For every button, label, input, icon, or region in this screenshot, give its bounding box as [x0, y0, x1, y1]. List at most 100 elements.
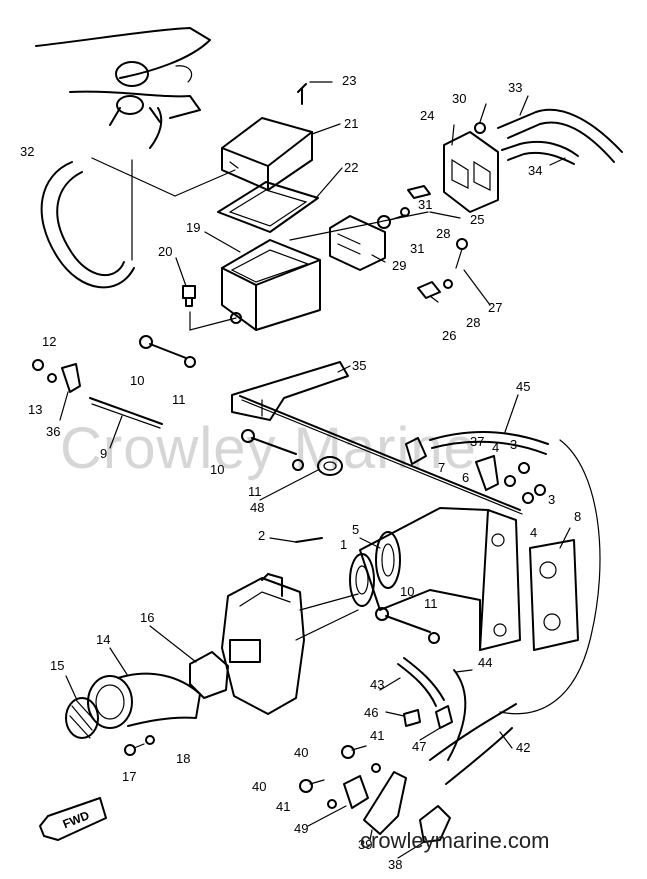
- bolt-10-top: [139, 335, 187, 359]
- callout: 13: [28, 402, 42, 417]
- screw-40-upper: [341, 745, 367, 759]
- bolt-10-middle: [241, 429, 297, 455]
- callout: 4: [492, 440, 499, 455]
- leader-lines: [59, 81, 571, 859]
- callout: 9: [100, 446, 107, 461]
- callout: 48: [250, 500, 264, 515]
- washer-28b: [443, 279, 453, 289]
- callout: 6: [462, 470, 469, 485]
- clip-36: [61, 363, 81, 393]
- callout: 11: [424, 596, 438, 611]
- callout: 4: [530, 525, 537, 540]
- callout: 15: [50, 658, 64, 673]
- callout: 10: [130, 373, 144, 388]
- air-box-cover-21: [221, 117, 313, 191]
- screw-40-lower: [299, 779, 325, 793]
- callout: 35: [352, 358, 366, 373]
- callout: 26: [442, 328, 456, 343]
- callout: 8: [574, 509, 581, 524]
- housing-24: [443, 131, 499, 213]
- washer-4-lower: [522, 492, 534, 504]
- fitting-47: [435, 705, 453, 729]
- fwd-arrow: FWD: [39, 797, 107, 841]
- callout: 7: [438, 460, 445, 475]
- screw-17: [124, 743, 145, 756]
- grommet-48: [317, 456, 343, 476]
- callout: 49: [294, 821, 308, 836]
- hose-42: [429, 703, 517, 785]
- callout: 10: [210, 462, 224, 477]
- washer-41-upper: [371, 763, 381, 773]
- callout-labels: 1 2 3 3 4 4 5 6 7 8 9 10 10 10 11 11 11 …: [20, 73, 581, 872]
- callout: 32: [20, 144, 34, 159]
- washer-13: [47, 373, 57, 383]
- carburetor-body: [221, 573, 359, 715]
- screw-30: [474, 122, 486, 134]
- callout: 39: [358, 837, 372, 852]
- callout: 41: [276, 799, 290, 814]
- callout: 3: [510, 437, 517, 452]
- callout: 29: [392, 258, 406, 273]
- plug-20: [182, 285, 196, 307]
- hose-45: [429, 431, 549, 445]
- callout: 24: [420, 108, 434, 123]
- callout: 1: [340, 537, 347, 552]
- gasket-8: [529, 539, 579, 651]
- valve-26: [417, 281, 441, 299]
- air-box-19: [221, 239, 321, 331]
- nut-11-top: [184, 356, 196, 368]
- callout: 47: [412, 739, 426, 754]
- callout: 31: [410, 241, 424, 256]
- callout: 40: [252, 779, 266, 794]
- washer-25: [407, 185, 431, 199]
- fwd-label: FWD: [61, 808, 92, 831]
- fitting-46: [403, 709, 421, 727]
- callout: 27: [488, 300, 502, 315]
- callout: 19: [186, 220, 200, 235]
- washer-28: [400, 207, 410, 217]
- flange-1: [349, 553, 375, 607]
- reed-plate-29: [329, 215, 386, 271]
- hose-33: [497, 108, 623, 153]
- callout: 45: [516, 379, 530, 394]
- hose-44: [447, 669, 467, 761]
- callout: 28: [436, 226, 450, 241]
- callout: 40: [294, 745, 308, 760]
- callout: 46: [364, 705, 378, 720]
- stud-2: [295, 537, 323, 543]
- callout: 17: [122, 769, 136, 784]
- callout: 31: [418, 197, 432, 212]
- stud-9: [89, 397, 163, 429]
- gasket-5: [375, 531, 401, 589]
- screen-15: [65, 697, 99, 739]
- callout: 14: [96, 632, 110, 647]
- hose-34: [501, 140, 579, 157]
- manifold-6: [359, 507, 521, 651]
- callout: 16: [140, 610, 154, 625]
- callout: 37: [470, 434, 484, 449]
- callout: 11: [172, 392, 186, 407]
- callout: 44: [478, 655, 492, 670]
- callout: 12: [42, 334, 56, 349]
- callout: 33: [508, 80, 522, 95]
- washer-18: [145, 735, 155, 745]
- callout: 25: [470, 212, 484, 227]
- callout: 34: [528, 163, 542, 178]
- hose-32: [40, 161, 135, 289]
- callout: 23: [342, 73, 356, 88]
- gasket-22: [217, 181, 319, 233]
- nut-3-lower: [534, 484, 546, 496]
- callout: 42: [516, 740, 530, 755]
- fitting-38: [419, 805, 451, 843]
- washer-11-middle: [292, 459, 304, 471]
- callout: 43: [370, 677, 384, 692]
- engine-cover-fragment: [35, 27, 211, 126]
- link-37: [475, 455, 499, 491]
- gasket-16: [189, 651, 229, 699]
- footer-credit: crowleymarine.com: [360, 828, 550, 853]
- nut-3-top: [518, 462, 530, 474]
- callout: 28: [466, 315, 480, 330]
- intake-14: [87, 672, 201, 729]
- callout: 10: [400, 584, 414, 599]
